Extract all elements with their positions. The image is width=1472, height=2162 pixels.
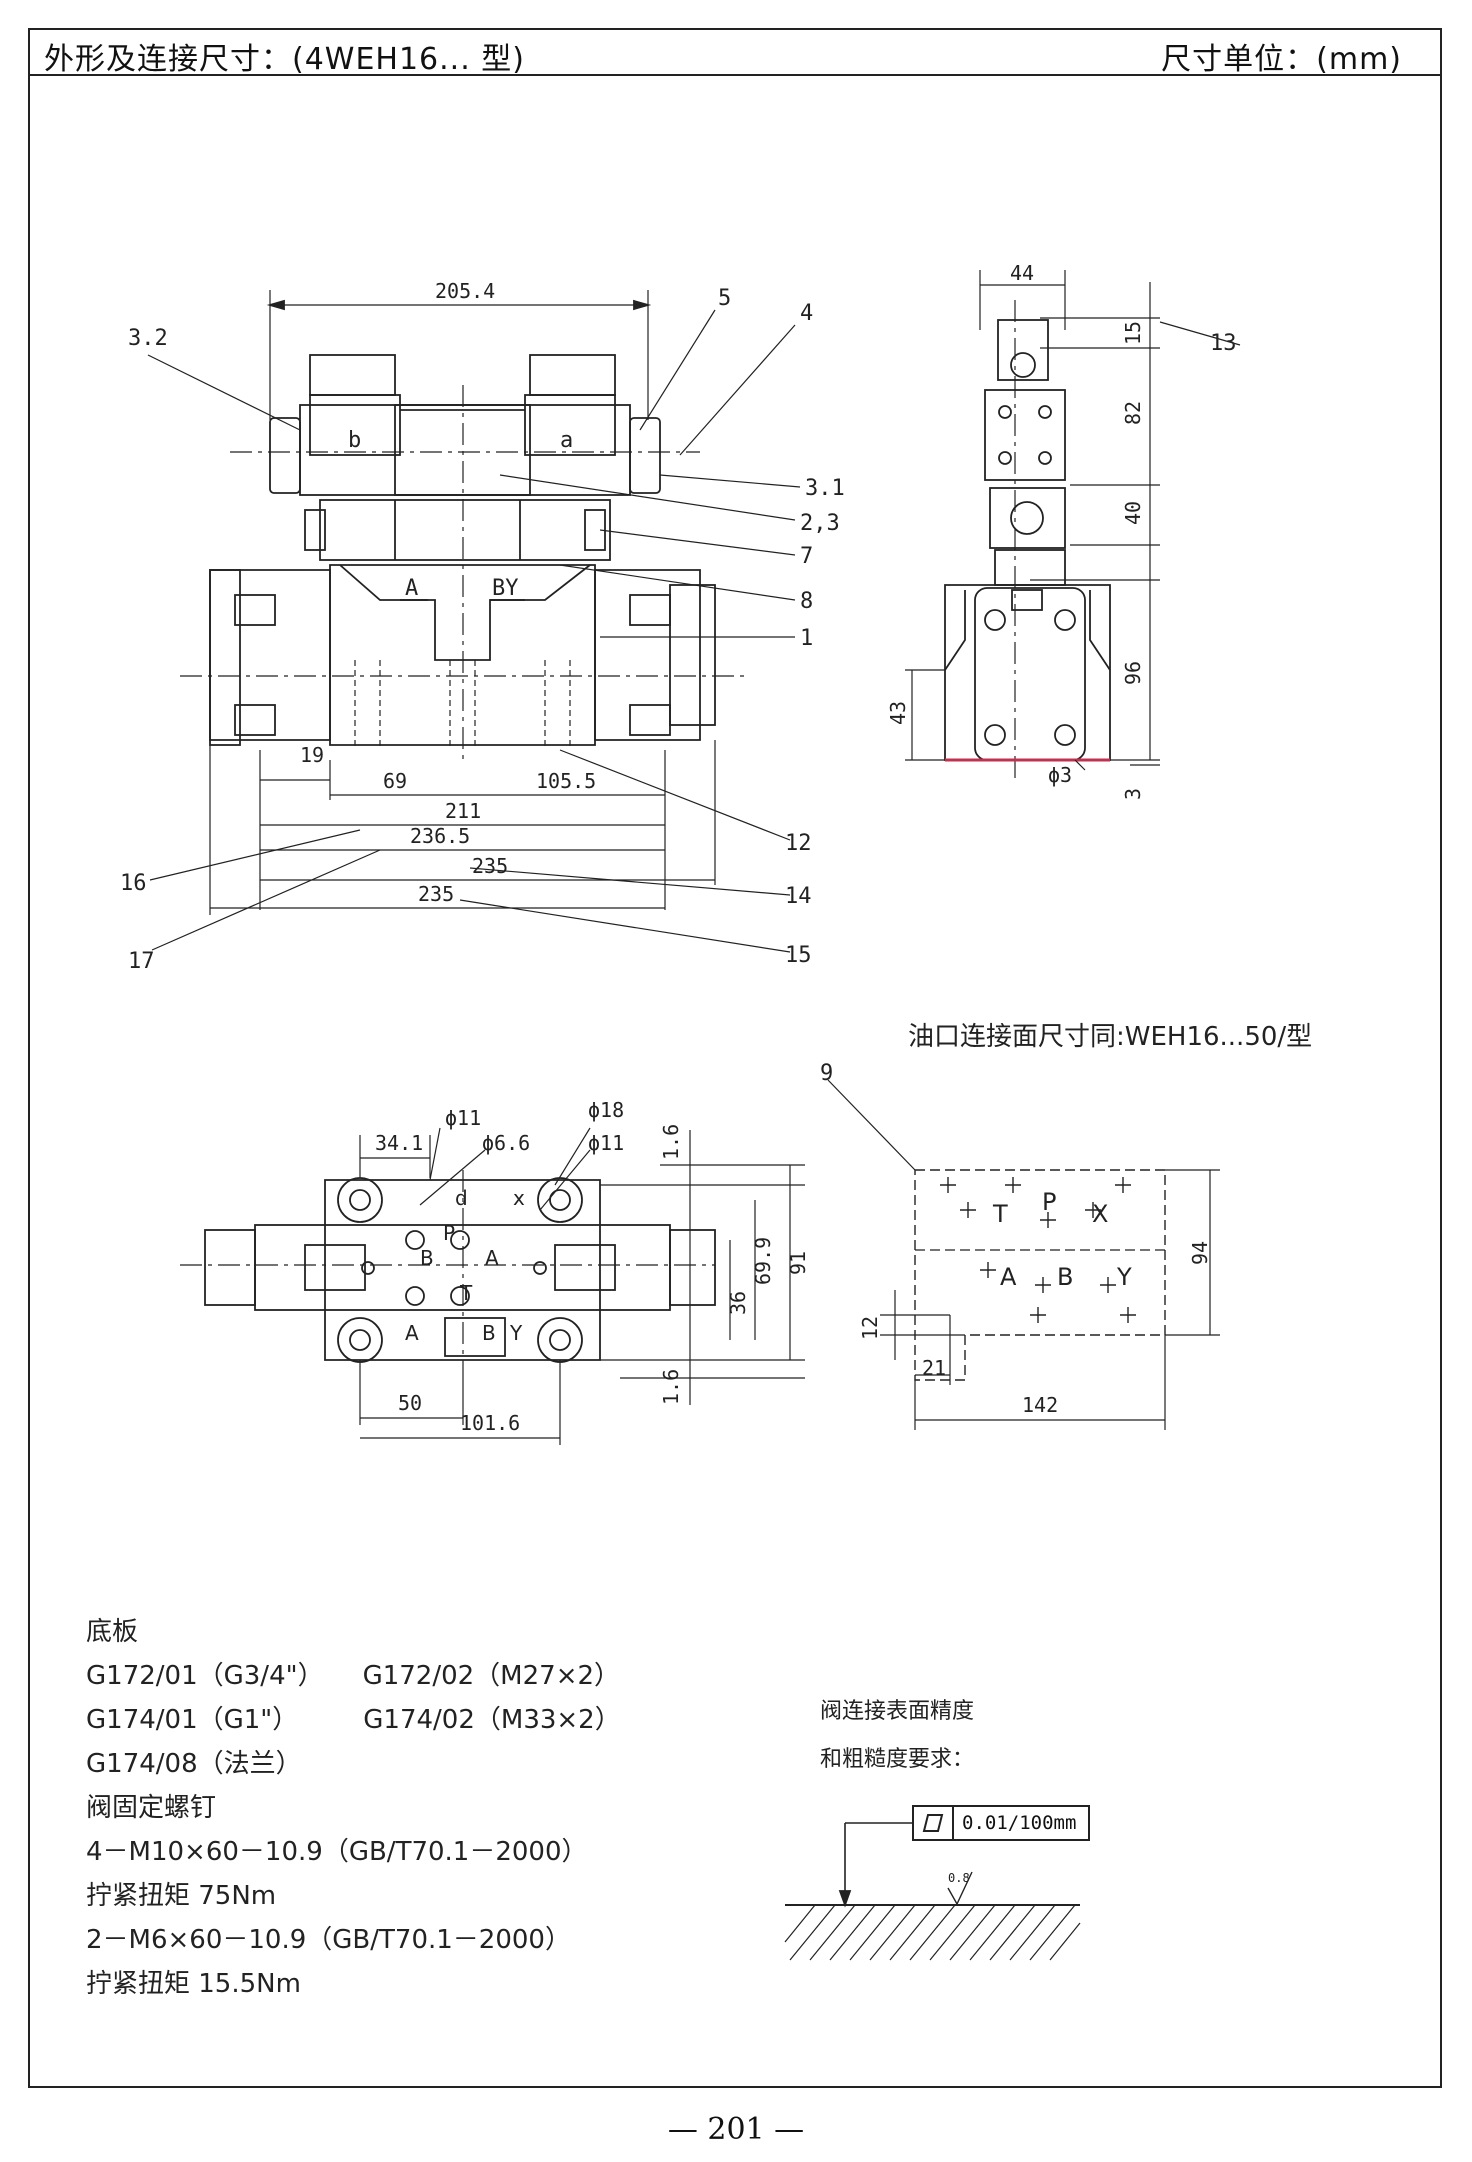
callout-4: 4 — [800, 301, 813, 326]
mounting-notes: 底板 G172/01（G3/4"） G172/02（M27×2） G174/01… — [86, 1610, 621, 2006]
plan-view: d x P B A T A B Y — [180, 1098, 810, 1445]
note-line: 阀固定螺钉 — [86, 1793, 217, 1823]
drawing-frame — [28, 28, 1442, 2088]
callout-16: 16 — [120, 871, 147, 896]
callout-3-1: 3.1 — [805, 476, 845, 501]
plan-port-b: B — [420, 1246, 434, 1270]
solenoid-label-a: a — [560, 428, 573, 453]
dim-34-1: 34.1 — [375, 1131, 423, 1155]
callout-15: 15 — [785, 943, 812, 968]
callout-9: 9 — [820, 1061, 833, 1086]
dim-1-6-bot: 1.6 — [659, 1369, 683, 1405]
interface-view: T P X A B Y 9 94 12 21 142 — [820, 1061, 1220, 1430]
dim-205-4: 205.4 — [435, 279, 495, 303]
dim-3: 3 — [1121, 788, 1145, 800]
plan-port-x: x — [513, 1186, 525, 1210]
dim-69-9: 69.9 — [751, 1237, 775, 1285]
flatness-tolerance-frame: 0.01/100mm — [912, 1805, 1090, 1841]
dim-101-6: 101.6 — [460, 1411, 520, 1435]
callout-5: 5 — [718, 286, 731, 311]
iface-port-y: Y — [1116, 1263, 1132, 1291]
callout-3-2: 3.2 — [128, 326, 168, 351]
callout-2-3: 2,3 — [800, 511, 840, 536]
plan-port-y: Y — [509, 1321, 523, 1345]
callout-13: 13 — [1210, 331, 1237, 356]
dim-142: 142 — [1022, 1393, 1058, 1417]
dim-82: 82 — [1121, 401, 1145, 425]
dim-43: 43 — [886, 701, 910, 725]
iface-port-p: P — [1042, 1188, 1056, 1216]
plan-port-a: A — [485, 1246, 499, 1270]
surface-symbol: 0.8 — [784, 1822, 1081, 1961]
dim-235-a: 235 — [472, 854, 508, 878]
plan-port-p: P — [443, 1221, 455, 1245]
roughness-value: 0.8 — [948, 1871, 970, 1885]
iface-port-b: B — [1057, 1263, 1073, 1291]
plan-port-a2: A — [405, 1321, 419, 1345]
note-line: G174/01（G1"） G174/02（M33×2） — [86, 1705, 621, 1735]
dim-236-5: 236.5 — [410, 824, 470, 848]
end-view: 44 15 82 40 96 43 3 ϕ3 13 — [886, 261, 1241, 800]
callout-7: 7 — [800, 544, 813, 569]
note-line: G172/01（G3/4"） G172/02（M27×2） — [86, 1661, 621, 1691]
surface-title-2: 和粗糙度要求： — [820, 1747, 975, 1772]
dim-91: 91 — [786, 1251, 810, 1275]
plan-port-b2: B — [482, 1321, 496, 1345]
title-bar: 外形及连接尺寸：(4WEH16... 型) 尺寸单位：(mm) — [28, 28, 1442, 77]
iface-port-t: T — [992, 1200, 1008, 1228]
note-line: 底板 — [86, 1617, 139, 1647]
port-label-by: BY — [492, 576, 519, 601]
dim-phi6-6: ϕ6.6 — [482, 1131, 530, 1155]
solenoid-label-b: b — [348, 428, 361, 453]
iface-port-a: A — [1000, 1263, 1017, 1291]
dim-96: 96 — [1121, 661, 1145, 685]
dim-94: 94 — [1188, 1241, 1212, 1265]
callout-8: 8 — [800, 589, 813, 614]
dim-21: 21 — [922, 1356, 946, 1380]
drawing-title: 外形及连接尺寸：(4WEH16... 型) — [44, 42, 525, 77]
dim-44: 44 — [1010, 261, 1034, 285]
callout-12: 12 — [785, 831, 812, 856]
note-line: 2－M6×60－10.9（GB/T70.1－2000） — [86, 1925, 571, 1955]
dim-phi18: ϕ18 — [588, 1098, 624, 1122]
dim-phi11-b: ϕ11 — [588, 1131, 624, 1155]
flatness-value: 0.01/100mm — [962, 1812, 1077, 1834]
dim-105-5: 105.5 — [536, 769, 596, 793]
dim-211: 211 — [445, 799, 481, 823]
side-view: A BY b a 205.4 19 69 105.5 211 — [120, 279, 845, 974]
port-label-a: A — [405, 576, 418, 601]
note-line: 4－M10×60－10.9（GB/T70.1－2000） — [86, 1837, 588, 1867]
dim-15: 15 — [1121, 321, 1145, 345]
flatness-icon — [914, 1807, 954, 1839]
note-line: 拧紧扭矩 15.5Nm — [86, 1969, 301, 1999]
plan-port-t: T — [459, 1281, 473, 1305]
page-number: — 201 — — [667, 2112, 805, 2147]
iface-port-x: X — [1092, 1200, 1108, 1228]
dim-235-b: 235 — [418, 882, 454, 906]
surface-title-1: 阀连接表面精度 — [820, 1699, 975, 1724]
callout-17: 17 — [128, 949, 155, 974]
plan-port-d: d — [455, 1186, 468, 1210]
dim-phi11-a: ϕ11 — [445, 1106, 481, 1130]
note-line: 拧紧扭矩 75Nm — [86, 1881, 277, 1911]
dim-50: 50 — [398, 1391, 422, 1415]
dim-1-6-top: 1.6 — [659, 1124, 683, 1160]
dim-12: 12 — [858, 1316, 882, 1340]
unit-label: 尺寸单位：(mm) — [1161, 42, 1402, 77]
note-line: G174/08（法兰） — [86, 1749, 302, 1779]
dim-36: 36 — [726, 1291, 750, 1315]
dim-40: 40 — [1121, 501, 1145, 525]
interface-caption: 油口连接面尺寸同:WEH16...50/型 — [908, 1022, 1313, 1052]
dim-69: 69 — [383, 769, 407, 793]
dim-19: 19 — [300, 743, 324, 767]
callout-1: 1 — [800, 626, 813, 651]
callout-14: 14 — [785, 884, 812, 909]
dim-phi3: ϕ3 — [1048, 763, 1072, 787]
